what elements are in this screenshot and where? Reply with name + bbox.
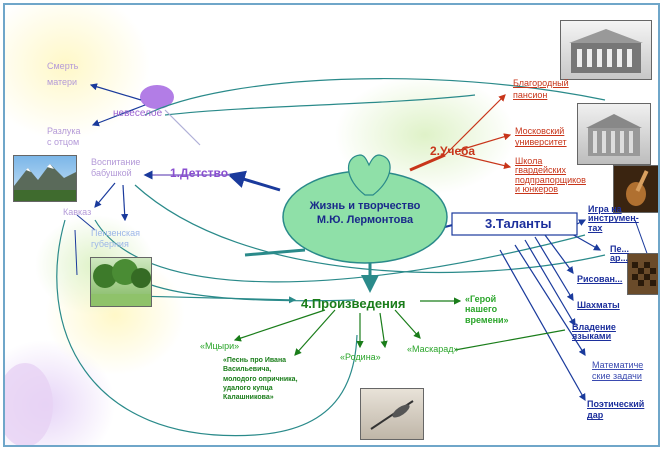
- childhood-penza: Пензенская губерния: [91, 228, 140, 250]
- work-mtsyri: «Мцыри»: [200, 341, 240, 351]
- talent-instruments[interactable]: Игра на инструмен- тах: [588, 204, 639, 233]
- separation-line2: с отцом: [47, 137, 80, 148]
- school-line2: гвардейских: [515, 165, 567, 176]
- study-pension[interactable]: Благородный пансион: [513, 78, 569, 101]
- talent-drawing[interactable]: Рисован...: [577, 274, 623, 284]
- song-line1: «Песнь про Ивана: [223, 357, 287, 364]
- university-building-photo: [577, 103, 651, 165]
- chess-photo: [627, 253, 658, 295]
- pension-building-photo: [560, 20, 652, 80]
- talent-singing[interactable]: Пе... ар...: [610, 244, 629, 264]
- song-line4: удалого купца: [223, 385, 273, 393]
- poetic-line1: Поэтический: [587, 399, 645, 409]
- upbringing-line2: бабушкой: [91, 168, 132, 179]
- song-line3: молодого опричника,: [223, 375, 298, 383]
- languages-line2: языками: [572, 331, 612, 342]
- guitar-photo: [613, 165, 658, 213]
- instruments-line2: инструмен-: [588, 213, 639, 224]
- center-title-line1: Жизнь и творчество: [309, 200, 421, 212]
- hero-line3: времени»: [465, 314, 509, 325]
- university-line2: университет: [515, 137, 567, 148]
- school-line4: и юнкеров: [515, 184, 559, 195]
- center-title-line2: М.Ю. Лермонтова: [316, 213, 414, 226]
- mind-map-canvas: Жизнь и творчество М.Ю. Лермонтова 1.Дет…: [3, 3, 660, 447]
- study-school[interactable]: Школа гвардейских подпрапорщиков и юнкер…: [515, 156, 586, 195]
- pension-line1: Благородный: [513, 78, 569, 88]
- school-line3: подпрапорщиков: [515, 174, 586, 185]
- work-maskarad: «Маскарад»: [407, 344, 459, 354]
- math-line1: Математиче: [592, 360, 644, 370]
- study-university[interactable]: Московский университет: [515, 126, 567, 148]
- penza-line2: губерния: [91, 239, 129, 250]
- connector-layer: [5, 5, 654, 445]
- childhood-upbringing: Воспитание бабушкой: [91, 157, 141, 179]
- singing-line2: ар...: [610, 253, 629, 264]
- instruments-line1: Игра на: [588, 204, 622, 214]
- work-rodina: «Родина»: [340, 352, 381, 362]
- school-line1: Школа: [515, 156, 543, 166]
- pension-line2: пансион: [513, 90, 548, 101]
- languages-line1: Владение: [572, 322, 616, 332]
- work-hero: «Герой нашего времени»: [465, 294, 509, 325]
- penza-line1: Пензенская: [91, 228, 140, 238]
- singing-line1: Пе...: [610, 244, 629, 254]
- childhood-caucasus: Кавказ: [63, 207, 92, 217]
- mother-death-line2: матери: [47, 77, 78, 88]
- forest-photo: [90, 257, 152, 307]
- song-line2: Васильевича,: [223, 366, 272, 374]
- mother-death-line1: Смерть: [47, 61, 79, 71]
- talent-math[interactable]: Математиче ские задачи: [592, 360, 644, 382]
- work-song: «Песнь про Ивана Васильевича, молодого о…: [223, 357, 298, 402]
- mountains-photo: [13, 155, 77, 202]
- university-line1: Московский: [515, 126, 565, 136]
- hero-line1: «Герой: [465, 294, 497, 304]
- childhood-mother-death: Смерть матери: [47, 61, 79, 88]
- talent-poetic[interactable]: Поэтический дар: [587, 399, 645, 421]
- hero-line2: нашего: [465, 304, 498, 315]
- separation-line1: Разлука: [47, 126, 81, 136]
- childhood-separation: Разлука с отцом: [47, 126, 81, 148]
- branch-study: 2.Учеба: [430, 144, 476, 158]
- branch-works: 4.Произведения: [301, 296, 406, 311]
- center-title: Жизнь и творчество М.Ю. Лермонтова: [295, 200, 435, 226]
- talents-box: [451, 212, 578, 236]
- branch-childhood: 1.Детство: [170, 166, 229, 180]
- math-line2: ские задачи: [592, 371, 642, 382]
- upbringing-line1: Воспитание: [91, 157, 141, 167]
- talent-chess[interactable]: Шахматы: [577, 300, 620, 310]
- song-line5: Калашникова»: [223, 394, 274, 402]
- childhood-sad: невеселое: [113, 108, 163, 119]
- talent-languages[interactable]: Владение языками: [572, 322, 616, 342]
- poetic-line2: дар: [587, 410, 604, 421]
- branch-talents: 3.Таланты: [485, 216, 552, 231]
- instruments-line3: тах: [588, 222, 603, 233]
- quill-photo: [360, 388, 424, 440]
